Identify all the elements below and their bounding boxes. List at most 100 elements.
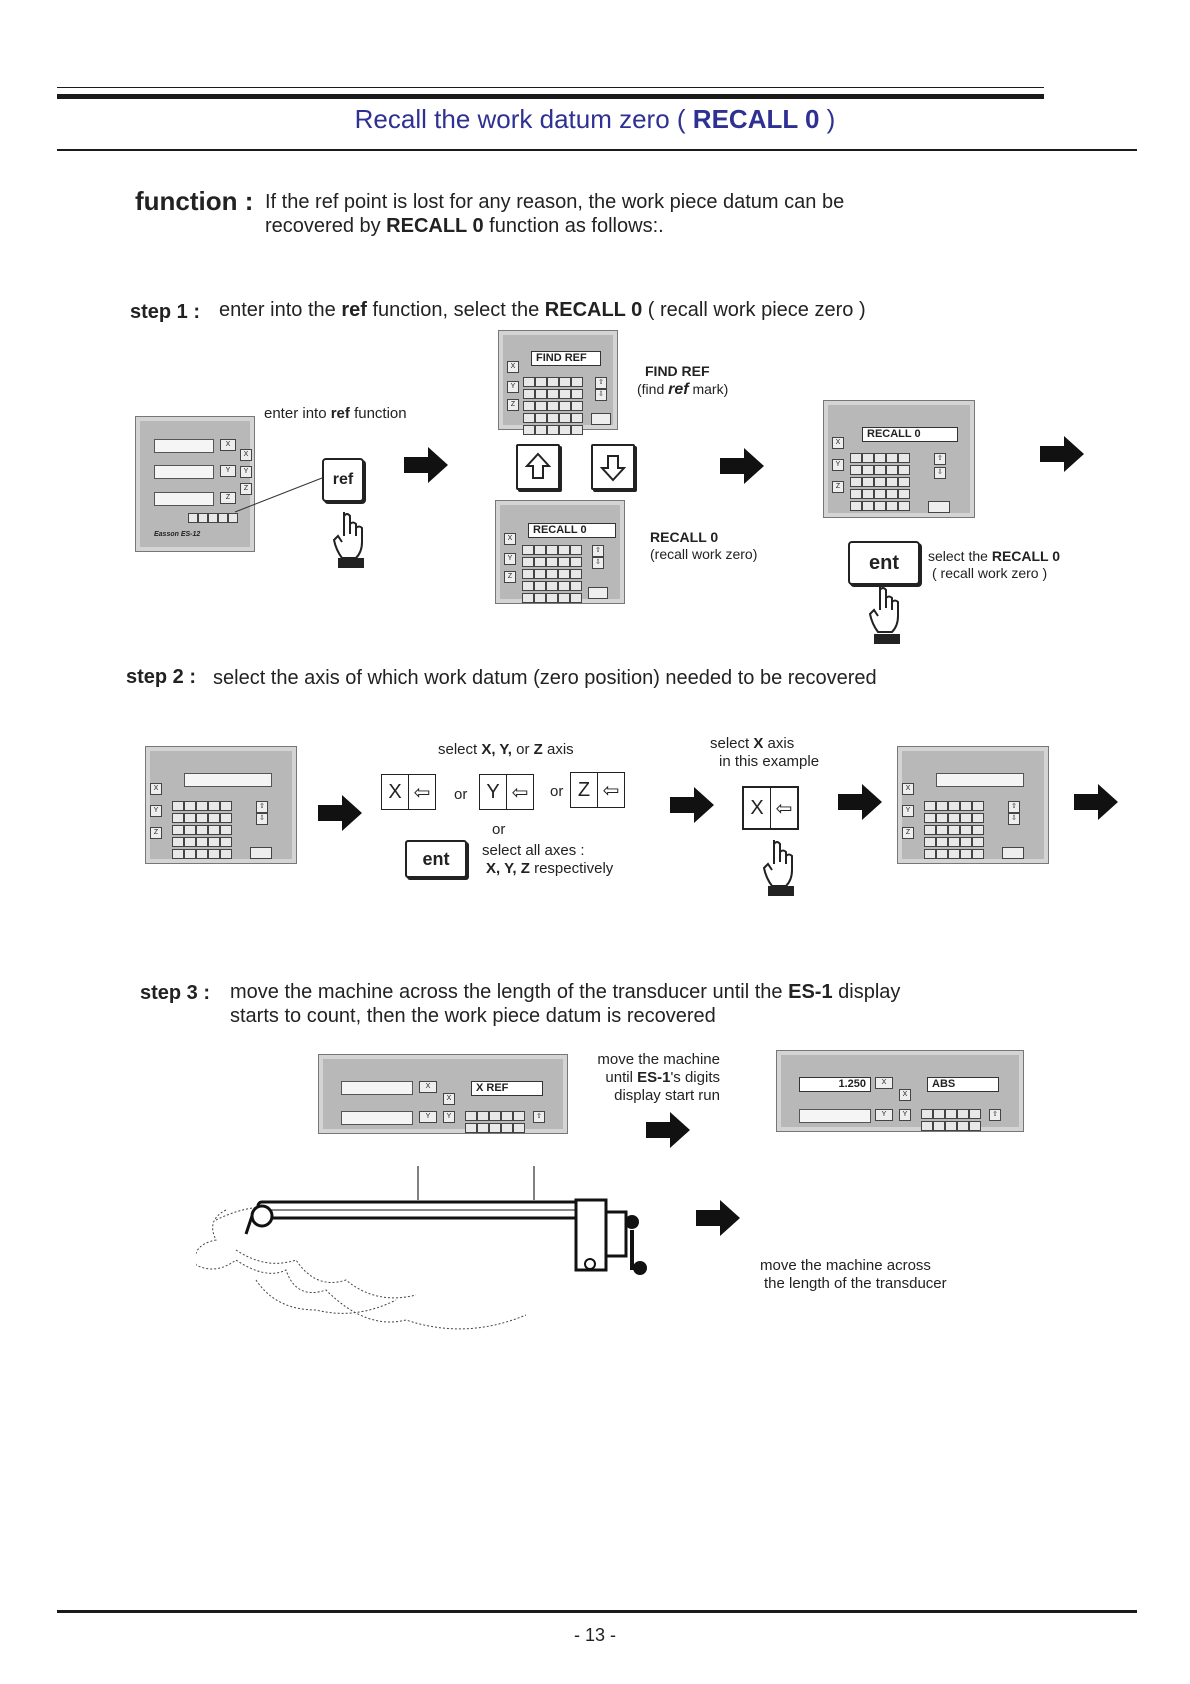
up-key: ⇧ bbox=[592, 545, 604, 557]
right-arrow-icon bbox=[720, 448, 764, 484]
step1-text: enter into the ref function, select the … bbox=[219, 299, 866, 321]
machine-move-label: move the machine across the length of th… bbox=[760, 1257, 947, 1292]
step2-device-panel-result: X Y Z ⇧ ⇩ bbox=[897, 746, 1049, 864]
or-text-1: or bbox=[454, 786, 468, 803]
down-key: ⇩ bbox=[934, 467, 946, 479]
header-rule-thin bbox=[57, 87, 1044, 88]
device-display-y bbox=[341, 1111, 413, 1125]
or-text-3: or bbox=[492, 821, 506, 838]
axis-x-key: X bbox=[504, 533, 516, 545]
side-x-key: X bbox=[240, 449, 252, 461]
axis-x-key: X bbox=[875, 1077, 893, 1089]
up-key: ⇧ bbox=[533, 1111, 545, 1123]
recall-screen: RECALL 0 bbox=[528, 523, 616, 538]
ent-small-key bbox=[591, 413, 611, 425]
recall-device-panel: RECALL 0 X Y Z ⇧ ⇩ bbox=[495, 500, 625, 604]
y-axis-key[interactable]: Y ⇦ bbox=[479, 774, 534, 810]
abs-screen: ABS bbox=[927, 1077, 999, 1092]
axis-x-key: X bbox=[419, 1081, 437, 1093]
device-display-1 bbox=[154, 439, 214, 453]
header-rule-thick bbox=[57, 94, 1044, 99]
x-axis-key[interactable]: X ⇦ bbox=[381, 774, 436, 810]
numeric-keypad bbox=[850, 453, 910, 511]
ent-small-key bbox=[1002, 847, 1024, 859]
step2-device-panel: X Y Z ⇧ ⇩ bbox=[145, 746, 297, 864]
axis-z-key: Z bbox=[220, 492, 236, 504]
step3-text: move the machine across the length of th… bbox=[230, 981, 901, 1027]
ent-small-key bbox=[250, 847, 272, 859]
recall-title: RECALL 0 bbox=[650, 529, 719, 545]
down-key: ⇩ bbox=[592, 557, 604, 569]
x-axis-key-example[interactable]: X ⇦ bbox=[742, 786, 799, 830]
function-label: function : bbox=[135, 186, 254, 216]
x-label: X bbox=[750, 796, 764, 819]
xref-device-panel: X X X REF Y Y ⇧ bbox=[318, 1054, 568, 1134]
ent-key[interactable]: ent bbox=[848, 541, 920, 585]
axis-x-key: X bbox=[832, 437, 844, 449]
device-display-3 bbox=[154, 492, 214, 506]
example-label: select X axis in this example bbox=[710, 735, 820, 770]
up-arrow-key[interactable] bbox=[516, 444, 560, 490]
right-arrow-icon bbox=[1040, 436, 1084, 472]
up-key: ⇧ bbox=[256, 801, 268, 813]
recall-screen: RECALL 0 bbox=[862, 427, 958, 442]
device-brand: Easson ES-12 bbox=[154, 531, 201, 538]
side-z-key: Z bbox=[240, 483, 252, 495]
y-label: Y bbox=[486, 780, 500, 803]
findref-sub: (find ref mark) bbox=[637, 381, 729, 398]
device-display bbox=[936, 773, 1024, 787]
side-y-key: Y bbox=[899, 1109, 911, 1121]
axis-y-key: Y bbox=[902, 805, 914, 817]
axis-z-key: Z bbox=[902, 827, 914, 839]
axis-z-key: Z bbox=[504, 571, 516, 583]
function-keyrow bbox=[188, 513, 238, 523]
numeric-keypad bbox=[465, 1111, 525, 1133]
device-display bbox=[184, 773, 272, 787]
axis-z-key: Z bbox=[507, 399, 519, 411]
enter-ref-label: enter into ref function bbox=[264, 405, 407, 422]
right-arrow-icon bbox=[838, 784, 882, 820]
ent-key[interactable]: ent bbox=[405, 840, 467, 878]
move-machine-label: move the machine until ES-1's digits dis… bbox=[597, 1051, 720, 1104]
numeric-keypad bbox=[921, 1109, 981, 1131]
ref-key[interactable]: ref bbox=[322, 458, 364, 502]
x-label: X bbox=[388, 780, 402, 803]
ent-small-key bbox=[928, 501, 950, 513]
select-all-label: select all axes : X, Y, Z respectively bbox=[482, 842, 614, 877]
right-arrow-icon bbox=[646, 1112, 690, 1148]
page-number: - 13 - bbox=[573, 1625, 616, 1645]
clear-arrow-icon: ⇦ bbox=[408, 775, 435, 809]
clear-arrow-icon: ⇦ bbox=[770, 788, 797, 828]
side-y-key: Y bbox=[443, 1111, 455, 1123]
select-axis-label: select X, Y, or Z axis bbox=[438, 741, 574, 758]
axis-y-key: Y bbox=[419, 1111, 437, 1123]
side-y-key: Y bbox=[240, 466, 252, 478]
page-title: Recall the work datum zero ( RECALL 0 ) bbox=[354, 104, 836, 134]
step1-label: step 1 : bbox=[130, 301, 201, 323]
clear-arrow-icon: ⇦ bbox=[597, 773, 624, 807]
axis-y-key: Y bbox=[875, 1109, 893, 1121]
down-key: ⇩ bbox=[1008, 813, 1020, 825]
numeric-keypad bbox=[522, 545, 582, 603]
down-key: ⇩ bbox=[256, 813, 268, 825]
clear-arrow-icon: ⇦ bbox=[506, 775, 533, 809]
step3-label: step 3 : bbox=[140, 982, 211, 1004]
right-arrow-icon bbox=[670, 787, 714, 823]
xref-screen: X REF bbox=[471, 1081, 543, 1096]
findref-title: FIND REF bbox=[645, 363, 710, 379]
findref-device-panel: FIND REF X Y Z ⇧ ⇩ bbox=[498, 330, 618, 435]
right-arrow-icon bbox=[404, 447, 448, 483]
value-display: 1.250 bbox=[799, 1077, 871, 1092]
ent-small-key bbox=[588, 587, 608, 599]
step2-text: select the axis of which work datum (zer… bbox=[213, 667, 877, 689]
footer-rule bbox=[57, 1610, 1137, 1613]
pointing-hand-icon bbox=[868, 586, 900, 644]
side-x-key: X bbox=[443, 1093, 455, 1105]
or-text-2: or bbox=[550, 783, 564, 800]
numeric-keypad bbox=[924, 801, 984, 859]
select-recall-label: select the RECALL 0 ( recall work zero ) bbox=[928, 548, 1061, 581]
pointing-hand-icon bbox=[762, 840, 794, 896]
down-arrow-key[interactable] bbox=[591, 444, 635, 490]
z-axis-key[interactable]: Z ⇦ bbox=[570, 772, 625, 808]
axis-y-key: Y bbox=[507, 381, 519, 393]
